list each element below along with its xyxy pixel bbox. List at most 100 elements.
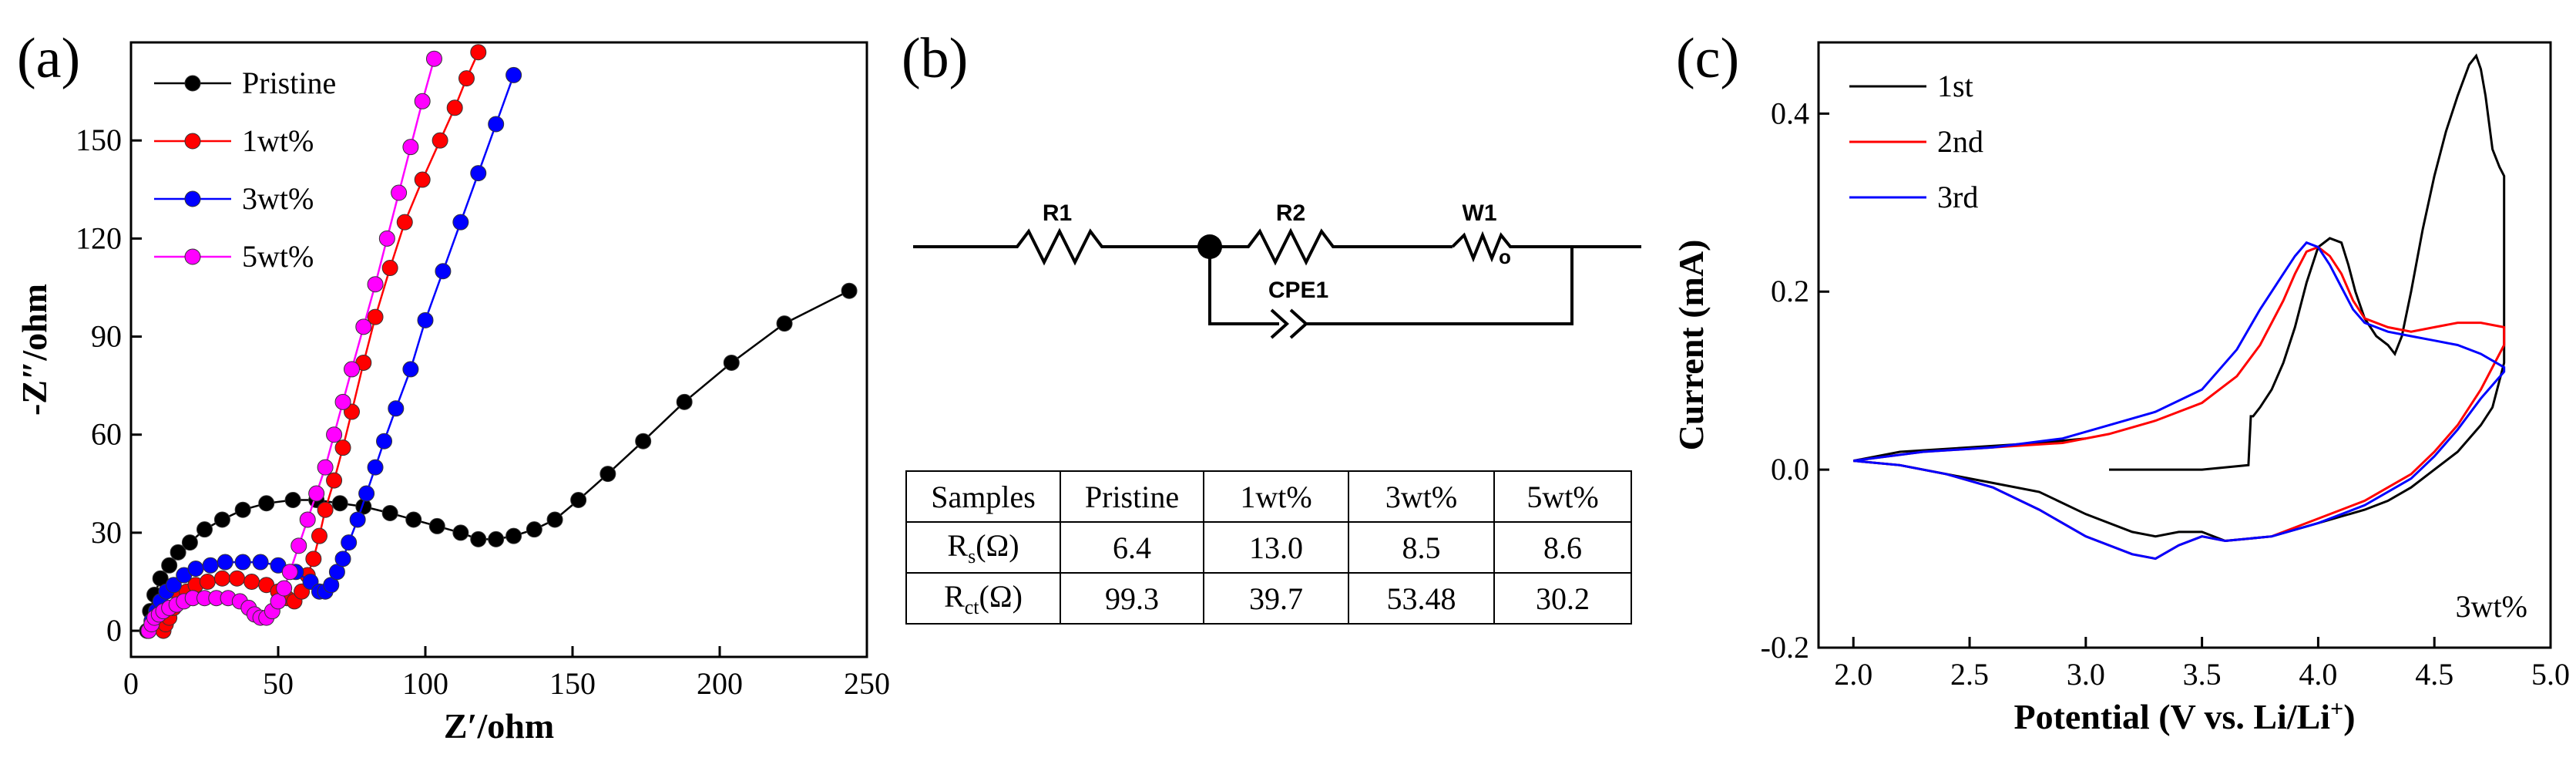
data-point (243, 573, 260, 590)
data-point (414, 171, 431, 188)
legend-label: 5wt% (242, 239, 314, 274)
data-point (381, 504, 398, 521)
data-point (234, 554, 251, 571)
table-cell: 8.6 (1493, 521, 1632, 574)
x-tick-label: 5.0 (2531, 657, 2570, 692)
data-point (202, 557, 219, 574)
data-point (723, 354, 740, 371)
data-point (432, 132, 448, 149)
data-point (213, 570, 230, 587)
x-tick-label: 150 (549, 666, 596, 701)
data-point (334, 551, 351, 567)
data-point (505, 66, 522, 83)
data-point (367, 308, 384, 325)
series-line (1853, 241, 2506, 561)
data-point (470, 530, 487, 547)
data-point (505, 527, 522, 544)
x-axis-label: Potential (V vs. Li/Li+) (2013, 696, 2355, 737)
y-axis-label: Current (mA) (1671, 240, 1711, 451)
y-axis-label: -Z″/ohm (15, 284, 54, 416)
data-point (405, 511, 422, 528)
label-r1: R1 (1043, 200, 1072, 226)
table-cell: 99.3 (1060, 572, 1204, 625)
data-point (599, 466, 616, 483)
data-point (388, 400, 405, 417)
x-tick-label: 200 (697, 666, 743, 701)
series-line (147, 74, 515, 631)
row-label-unit: (Ω) (976, 527, 1019, 563)
data-point (187, 561, 204, 577)
cpe1-element (1270, 308, 1333, 339)
data-point (317, 459, 334, 476)
data-point (470, 165, 487, 182)
plot-area (139, 44, 858, 639)
x-axis-label-superscript: + (2330, 696, 2343, 722)
data-point (425, 50, 442, 67)
data-point (199, 573, 216, 590)
x-axis-label-tail: ) (2343, 697, 2355, 736)
x-tick-label: 4.0 (2299, 657, 2337, 692)
warburg-w1 (1451, 231, 1572, 263)
table-cell: 13.0 (1203, 521, 1349, 574)
data-point (276, 580, 293, 597)
x-tick-label: 250 (844, 666, 890, 701)
data-point (470, 44, 487, 61)
data-point (326, 472, 343, 489)
circuit-wire-end (1208, 245, 1641, 325)
data-point (326, 426, 343, 443)
data-point (308, 485, 325, 502)
x-tick-label: 0 (123, 666, 139, 701)
plot-frame (1817, 41, 2552, 649)
legend-marker (184, 133, 201, 150)
data-point (170, 544, 186, 561)
data-point (458, 70, 475, 87)
data-point (570, 492, 587, 509)
data-point (435, 263, 452, 280)
data-point (402, 139, 419, 156)
table-row: Rct(Ω) 99.3 39.7 53.48 30.2 (905, 572, 1632, 625)
y-tick-label: 0 (106, 613, 122, 648)
data-point (452, 524, 469, 541)
row-label-sub: ct (964, 595, 979, 618)
data-point (367, 276, 384, 293)
x-tick-label: 50 (263, 666, 294, 701)
x-tick-label: 100 (402, 666, 448, 701)
label-cpe1: CPE1 (1268, 278, 1328, 303)
label-r2: R2 (1276, 200, 1305, 226)
series-line (1853, 245, 2506, 561)
legend-marker (184, 75, 201, 92)
circuit-wire-main (913, 227, 1210, 266)
table-header-cell: Samples (905, 470, 1061, 523)
data-point (196, 521, 213, 538)
table-header-cell: 1wt% (1203, 470, 1349, 523)
panel-label-c: (c) (1676, 27, 1739, 90)
row-label-main: R (944, 578, 965, 614)
legend-marker (184, 248, 201, 265)
table-header-cell: 5wt% (1493, 470, 1632, 523)
data-point (376, 433, 393, 450)
y-tick-label: 60 (91, 417, 122, 452)
table-cell: 53.48 (1348, 572, 1495, 625)
x-tick-label: 2.5 (1950, 657, 1989, 692)
data-point (676, 393, 693, 410)
data-point (165, 577, 182, 594)
row-label-sub: s (968, 544, 976, 567)
data-point (334, 393, 351, 410)
data-point (344, 361, 360, 378)
table-cell: 6.4 (1060, 521, 1204, 574)
x-tick-label: 3.0 (2067, 657, 2105, 692)
y-tick-label: 0.4 (1771, 96, 1809, 130)
annotation-sample: 3wt% (2456, 589, 2527, 624)
plot-area (1852, 53, 2506, 561)
panel-label-b: (b) (902, 27, 968, 90)
data-point (446, 99, 463, 116)
series-line (162, 52, 479, 631)
data-point (546, 511, 563, 528)
table-cell: 30.2 (1493, 572, 1632, 625)
data-point (635, 433, 652, 450)
resistance-table: Samples Pristine 1wt% 3wt% 5wt% Rs(Ω) 6.… (905, 470, 1632, 625)
data-point (381, 260, 398, 277)
data-point (317, 501, 334, 518)
